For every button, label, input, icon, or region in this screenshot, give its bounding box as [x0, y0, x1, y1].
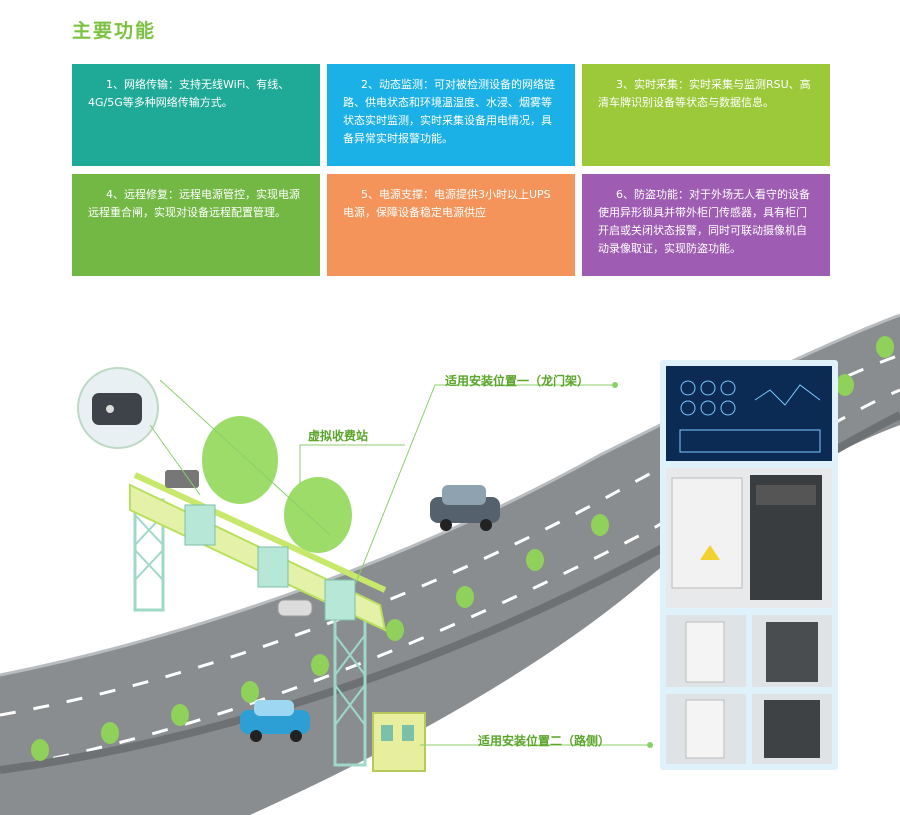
car-blue [240, 700, 310, 742]
callout-virtual-toll: 虚拟收费站 [308, 429, 369, 443]
feature-card-remote-repair: 4、远程修复：远程电源管控，实现电源远程重合闸，实现对设备远程配置管理。 [72, 174, 320, 276]
lane-line-1 [0, 353, 900, 717]
monitoring-dashboard-image [666, 366, 832, 461]
leader-line-gantry [354, 384, 615, 586]
car-gray [430, 485, 500, 531]
feature-card-collection: 3、实时采集：实时采集与监测RSU、高清车牌识别设备等状态与数据信息。 [582, 64, 830, 166]
device-callout [77, 367, 331, 536]
feature-card-anti-theft: 6、防盗功能：对于外场无人看守的设备使用异形锁具并带外柜门传感器，具有柜门开启或… [582, 174, 830, 276]
callout-gantry-position: 适用安装位置一（龙门架） [445, 374, 590, 388]
gantry-structure [129, 470, 387, 767]
feature-card-network: 1、网络传输：支持无线WiFi、有线、4G/5G等多种网络传输方式。 [72, 64, 320, 166]
leader-line-virtual [299, 444, 405, 485]
road-edge-top [0, 313, 900, 677]
callout-roadside-position: 适用安装位置二（路侧） [478, 734, 611, 748]
page-title: 主要功能 [72, 20, 157, 42]
trees [202, 416, 352, 553]
feature-card-monitoring: 2、动态监测：可对被检测设备的网络链路、供电状态和环境温湿度、水浸、烟雾等状态实… [327, 64, 575, 166]
roadside-shrubs [31, 336, 894, 761]
feature-card-power: 5、电源支撑：电源提供3小时以上UPS电源，保障设备稳定电源供应 [327, 174, 575, 276]
equipment-photo-panel [660, 360, 838, 770]
roadside-cabinet [372, 712, 426, 772]
